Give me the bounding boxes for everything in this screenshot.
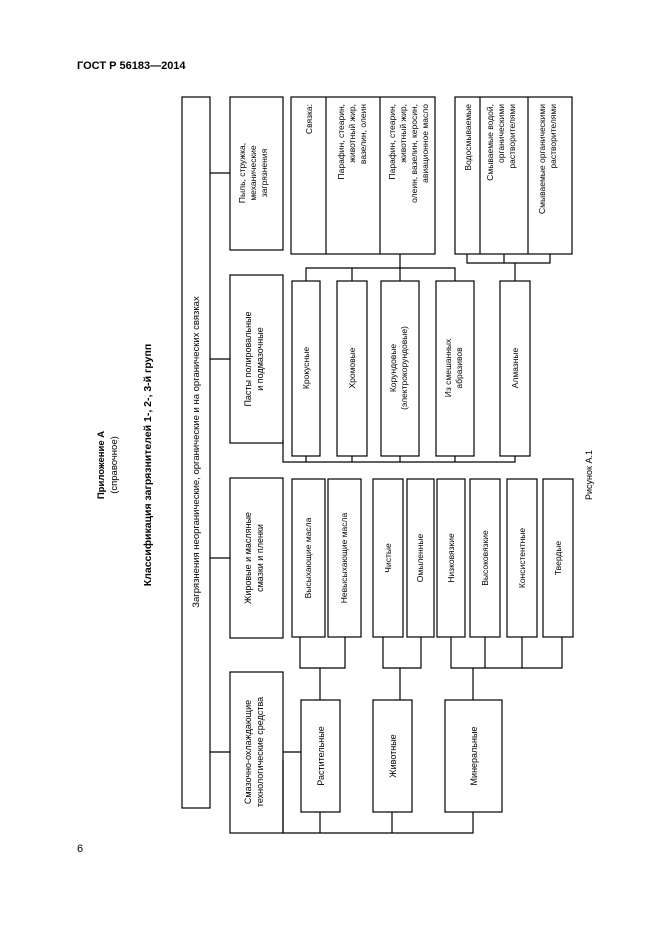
- label-corundum-line1: Корундовые: [388, 344, 398, 393]
- category-dust-line2: механические: [248, 145, 258, 201]
- svg-text:Парафин, стеарин,животный жир,: Парафин, стеарин,животный жир,вазелин, о…: [336, 104, 368, 180]
- label-mixed-line2: абразивов: [454, 347, 464, 389]
- binder-heading: Связка:: [304, 104, 314, 134]
- label-plant: Растительные: [316, 726, 326, 785]
- solubility-water: Водосмываемые: [463, 104, 473, 171]
- label-drying-oils: Высыхающие масла: [303, 517, 313, 598]
- page-number: 6: [77, 843, 84, 855]
- solubility-2-line1: Смываемые водой,: [485, 104, 495, 181]
- label-high-viscosity: Высоковязкие: [480, 530, 490, 586]
- svg-text:Корундовые(электрокорундовые): Корундовые(электрокорундовые): [388, 326, 409, 410]
- box-pure: [372, 478, 404, 638]
- appendix-title: Приложение А: [96, 431, 107, 499]
- svg-text:Смываемые органическимираствор: Смываемые органическимирастворителями: [537, 104, 558, 214]
- label-crocus: Крокусные: [301, 347, 311, 389]
- label-nondrying-oils: Невысыхающие масла: [339, 513, 349, 604]
- diagram-lines: [181, 96, 574, 834]
- label-pure: Чистые: [383, 543, 393, 573]
- category-greases-line2: смазки и пленки: [255, 524, 265, 592]
- binder-2-line1: Парафин, стеарин,: [387, 104, 397, 179]
- root-box: [181, 96, 211, 809]
- label-mixed-line1: Из смешанных: [443, 338, 453, 397]
- label-corundum-line2: (электрокорундовые): [399, 326, 409, 410]
- svg-text:Пыль, стружка,механическиезагр: Пыль, стружка,механическиезагрязнения: [237, 143, 269, 203]
- label-consistent: Консистентные: [517, 528, 527, 589]
- binder-1-line1: Парафин, стеарин,: [336, 104, 346, 179]
- category-pastes-line1: Пасты полировальные: [243, 311, 253, 406]
- solubility-3-line2: растворителями: [548, 104, 558, 169]
- svg-text:Смываемые водой,органическимир: Смываемые водой,органическимирастворител…: [485, 104, 517, 181]
- label-chrome: Хромовые: [347, 347, 357, 388]
- binder-1-line2: животный жир,: [347, 104, 357, 163]
- binder-2-line2: животный жир,: [398, 104, 408, 163]
- category-dust-line3: загрязнения: [259, 148, 269, 197]
- category-greases-line1: Жировые и масляные: [243, 512, 253, 604]
- root-label: Загрязнения неорганические, органические…: [191, 296, 202, 608]
- category-sozh-line1: Смазочно-охлаждающие: [243, 700, 253, 804]
- binder-2-line4: авиационное масло: [420, 104, 430, 183]
- document-header: ГОСТ Р 56183—2014: [77, 60, 186, 72]
- binder-1-line3: вазелин, олеин: [358, 104, 368, 164]
- solubility-2-line3: растворителями: [507, 104, 517, 169]
- binder-table: [290, 96, 436, 255]
- label-saponified: Омыленные: [415, 533, 425, 582]
- label-low-viscosity: Низковязкие: [446, 533, 456, 583]
- box-solid: [542, 478, 574, 638]
- category-sozh-line2: технологические средства: [255, 697, 265, 807]
- label-animal: Животные: [388, 734, 398, 777]
- category-dust-line1: Пыль, стружка,: [237, 143, 247, 203]
- solubility-2-line2: органическими: [496, 104, 506, 163]
- figure-caption: Рисунок А.1: [584, 450, 594, 500]
- box-drying-oils: [291, 478, 326, 638]
- solubility-table: [454, 96, 573, 255]
- label-diamond: Алмазные: [510, 347, 520, 388]
- figure-title: Классификация загрязнителей 1-, 2-, 3-й …: [142, 344, 154, 586]
- svg-text:Из смешанныхабразивов: Из смешанныхабразивов: [443, 338, 464, 397]
- binder-2-line3: олеин, вазелин, керосин,: [409, 104, 419, 203]
- label-mineral: Минеральные: [469, 727, 479, 786]
- appendix-note: (справочное): [109, 436, 120, 494]
- svg-text:Парафин, стеарин,животный жир,: Парафин, стеарин,животный жир,олеин, ваз…: [387, 104, 430, 203]
- solubility-3-line1: Смываемые органическими: [537, 104, 547, 214]
- label-solid: Твердые: [553, 541, 563, 576]
- category-pastes-line2: и подмазочные: [255, 327, 265, 391]
